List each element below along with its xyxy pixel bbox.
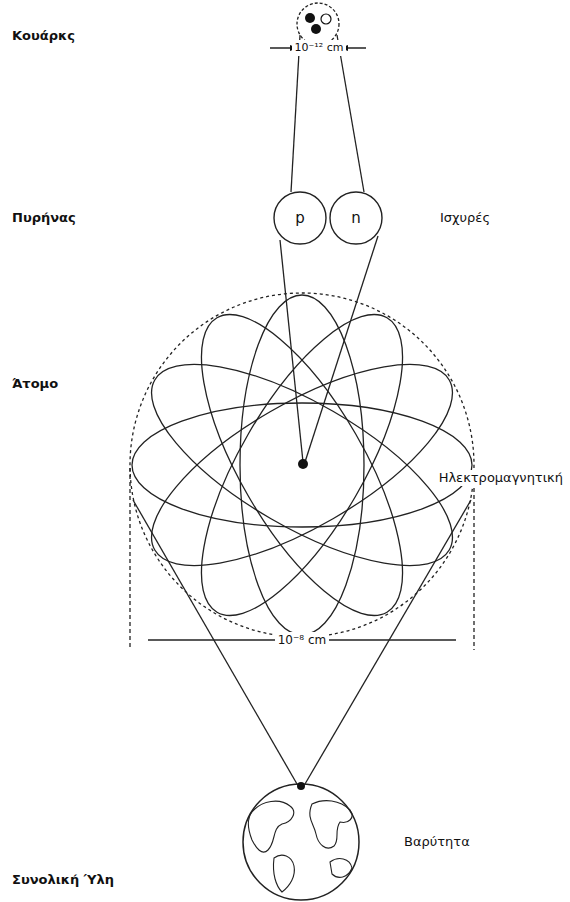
earth-globe <box>243 784 359 900</box>
zoom-line <box>337 35 364 192</box>
extent-line <box>473 488 474 650</box>
level-label: Κουάρκς <box>12 28 75 44</box>
particle-symbol: n <box>351 209 361 227</box>
continents <box>248 801 352 892</box>
level-label: Άτομο <box>12 376 58 392</box>
atom-nucleus <box>298 459 308 469</box>
level-label: Πυρήνας <box>12 210 76 226</box>
level-label: Συνολική Ύλη <box>12 872 114 888</box>
zoom-line <box>291 35 300 192</box>
extent-line <box>129 468 130 650</box>
force-label: Ηλεκτρομαγνητική <box>436 470 566 486</box>
force-label: Βαρύτητα <box>404 834 470 850</box>
quark-dot <box>305 13 315 23</box>
dimension-label: 10⁻¹² cm <box>292 40 347 56</box>
quark-circle <box>297 3 339 45</box>
neutron-circle: n <box>329 191 383 245</box>
zoom-line <box>305 236 378 462</box>
zoom-line <box>280 240 303 462</box>
force-label: Ισχυρές <box>440 210 490 226</box>
location-dot <box>297 782 305 790</box>
quark-dot <box>321 14 331 24</box>
dimension-label: 10⁻⁸ cm <box>275 632 330 648</box>
electron-orbits <box>124 287 480 643</box>
zoom-line <box>305 500 471 784</box>
quark-dot <box>311 24 321 34</box>
particle-symbol: p <box>295 209 305 227</box>
proton-circle: p <box>273 191 327 245</box>
zoom-line <box>133 500 297 784</box>
